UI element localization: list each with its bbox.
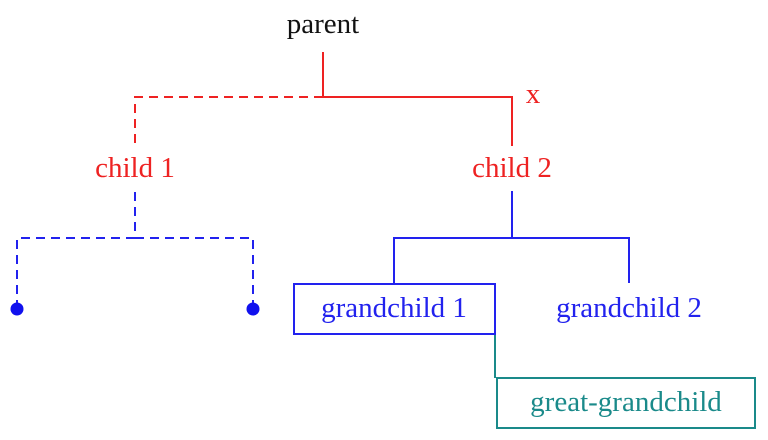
node-child-1: child 1 bbox=[95, 152, 175, 184]
grandchild-1-box bbox=[293, 283, 496, 335]
edge-child1-leaf2 bbox=[135, 237, 254, 303]
leaf-dot-2 bbox=[246, 302, 260, 316]
node-child-2: child 2 bbox=[472, 152, 552, 184]
edge-parent-child2 bbox=[323, 96, 513, 146]
node-grandchild-1: grandchild 1 bbox=[321, 292, 467, 324]
node-grandchild-2: grandchild 2 bbox=[556, 292, 702, 324]
edge-label-x: x bbox=[525, 78, 541, 110]
edge-child1-leaf1 bbox=[16, 237, 135, 303]
edge-child2-grandchildren bbox=[393, 237, 630, 283]
node-great-grandchild: great-grandchild bbox=[530, 386, 722, 418]
edge-parent-child1 bbox=[134, 96, 323, 146]
node-parent: parent bbox=[286, 8, 360, 40]
great-grandchild-box bbox=[496, 377, 756, 429]
leaf-dot-1 bbox=[10, 302, 24, 316]
